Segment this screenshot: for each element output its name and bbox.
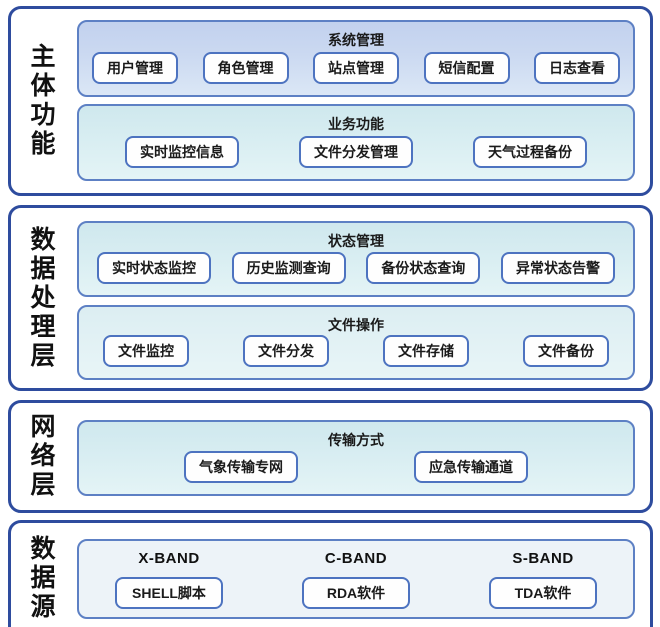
feature-box-sms-config: 短信配置	[423, 52, 510, 84]
band-header: X-BAND	[138, 550, 200, 567]
feature-box-tda-software: TDA软件	[489, 577, 597, 609]
panel-title: 业务功能	[328, 116, 384, 132]
layer-content: 系统管理 用户管理 角色管理 站点管理 短信配置 日志查看 业务功能 实时监控信…	[75, 9, 650, 193]
band-column-s-band: S-BAND TDA软件	[489, 550, 597, 609]
feature-row: 文件监控 文件分发 文件存储 文件备份	[89, 335, 623, 367]
panel-system-management: 系统管理 用户管理 角色管理 站点管理 短信配置 日志查看	[77, 20, 635, 97]
feature-box-file-distribution: 文件分发	[243, 335, 329, 367]
feature-box-file-storage: 文件存储	[383, 335, 469, 367]
feature-box-log-view: 日志查看	[534, 52, 620, 84]
feature-box-weather-process-backup: 天气过程备份	[473, 136, 587, 168]
feature-box-meteorological-dedicated-network: 气象传输专网	[184, 451, 298, 483]
feature-box-site-management: 站点管理	[313, 52, 399, 84]
feature-box-file-distribution-management: 文件分发管理	[299, 136, 413, 168]
feature-box-role-management: 角色管理	[202, 52, 289, 84]
layer-content: 状态管理 实时状态监控 历史监测查询 备份状态查询 异常状态告警 文件操作 文件…	[75, 208, 650, 388]
layer-label-text: 网络层	[30, 413, 56, 499]
panel-transmission-methods: 传输方式 气象传输专网 应急传输通道	[77, 420, 635, 496]
panel-business-functions: 业务功能 实时监控信息 文件分发管理 天气过程备份	[77, 104, 635, 181]
feature-box-backup-status-query: 备份状态查询	[366, 251, 481, 284]
layer-content: X-BAND SHELL脚本 C-BAND RDA软件 S-BAND TDA软件	[75, 523, 650, 627]
feature-box-file-backup: 文件备份	[523, 335, 609, 367]
layer-label-text: 主体功能	[30, 43, 56, 158]
layer-data-processing: 数据处理层 状态管理 实时状态监控 历史监测查询 备份状态查询 异常状态告警 文…	[8, 205, 653, 391]
feature-box-user-management: 用户管理	[92, 52, 178, 84]
feature-box-history-monitoring-query: 历史监测查询	[231, 251, 346, 284]
band-header: C-BAND	[324, 550, 388, 567]
layer-label-network: 网络层	[11, 403, 75, 510]
panel-band-sources: X-BAND SHELL脚本 C-BAND RDA软件 S-BAND TDA软件	[77, 539, 635, 619]
layer-network: 网络层 传输方式 气象传输专网 应急传输通道	[8, 400, 653, 513]
feature-box-realtime-monitoring-info: 实时监控信息	[125, 136, 239, 168]
panel-title: 系统管理	[328, 32, 384, 48]
layer-main-functions: 主体功能 系统管理 用户管理 角色管理 站点管理 短信配置 日志查看 业务功能 …	[8, 6, 653, 196]
layer-label-data-processing: 数据处理层	[11, 208, 75, 388]
feature-row: 用户管理 角色管理 站点管理 短信配置 日志查看	[89, 52, 623, 84]
panel-title: 文件操作	[328, 316, 384, 333]
feature-row: 实时状态监控 历史监测查询 备份状态查询 异常状态告警	[89, 251, 623, 284]
feature-box-realtime-status-monitoring: 实时状态监控	[97, 251, 211, 284]
feature-box-emergency-transmission-channel: 应急传输通道	[414, 451, 528, 483]
layer-label-main-functions: 主体功能	[11, 9, 75, 193]
feature-box-file-monitoring: 文件监控	[103, 335, 189, 367]
feature-row: 气象传输专网 应急传输通道	[89, 451, 623, 483]
layer-label-text: 数据源	[30, 535, 56, 621]
panel-status-management: 状态管理 实时状态监控 历史监测查询 备份状态查询 异常状态告警	[77, 221, 635, 297]
layer-label-data-sources: 数据源	[11, 523, 75, 627]
feature-box-shell-script: SHELL脚本	[115, 577, 223, 609]
band-column-x-band: X-BAND SHELL脚本	[115, 550, 223, 609]
feature-row: 实时监控信息 文件分发管理 天气过程备份	[89, 136, 623, 168]
panel-file-operations: 文件操作 文件监控 文件分发 文件存储 文件备份	[77, 304, 635, 380]
panel-title: 传输方式	[328, 432, 384, 448]
feature-box-abnormal-status-alert: 异常状态告警	[500, 251, 615, 284]
band-header: S-BAND	[512, 550, 574, 567]
feature-box-rda-software: RDA软件	[302, 577, 410, 609]
band-row: X-BAND SHELL脚本 C-BAND RDA软件 S-BAND TDA软件	[89, 550, 623, 609]
panel-title: 状态管理	[328, 233, 384, 249]
band-column-c-band: C-BAND RDA软件	[302, 550, 410, 609]
layer-data-sources: 数据源 X-BAND SHELL脚本 C-BAND RDA软件 S-BAND T…	[8, 520, 653, 627]
layer-label-text: 数据处理层	[30, 225, 56, 370]
layer-content: 传输方式 气象传输专网 应急传输通道	[75, 403, 650, 510]
